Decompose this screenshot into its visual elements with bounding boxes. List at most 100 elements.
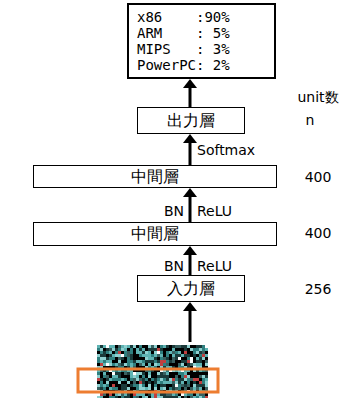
pixel [145,357,148,360]
pixel [172,387,175,390]
pixel [163,375,166,378]
pixel [130,375,133,378]
pixel [163,345,166,348]
pixel [151,372,154,375]
pixel [172,351,175,354]
pixel [154,351,157,354]
pixel [184,387,187,390]
pixel [172,354,175,357]
pixel [169,396,172,398]
pixel [130,396,133,398]
pixel [163,351,166,354]
pixel [106,375,109,378]
pixel [133,387,136,390]
pixel [148,375,151,378]
pixel [184,357,187,360]
pixel [136,387,139,390]
pixel [139,381,142,384]
pixel [97,363,100,366]
pixel [190,345,193,348]
pixel [118,363,121,366]
pixel [166,351,169,354]
pixel [139,354,142,357]
pixel [100,372,103,375]
pixel [193,354,196,357]
pixel [124,348,127,351]
pixel [124,384,127,387]
pixel [97,348,100,351]
pixel [202,360,205,363]
pixel [193,363,196,366]
pixel [127,351,130,354]
pixel [109,381,112,384]
pixel [205,351,208,354]
pixel [205,360,208,363]
pixel [115,378,118,381]
node-text: ARM : 5% [137,25,230,41]
pixel [106,381,109,384]
arrow-connector [183,79,197,107]
node-text: 出力層 [167,112,215,130]
pixel [172,375,175,378]
pixel [115,375,118,378]
pixel [166,378,169,381]
pixel [163,348,166,351]
pixel [148,351,151,354]
pixel [109,348,112,351]
pixel [181,387,184,390]
pixel [127,372,130,375]
unit-count: 400 [305,225,332,241]
pixel [160,354,163,357]
pixel [193,381,196,384]
pixel [133,381,136,384]
operation-label: BN [164,258,184,274]
pixel [181,354,184,357]
pixel [163,378,166,381]
unit-count: n [306,112,315,128]
pixel [118,354,121,357]
pixel [154,363,157,366]
pixel [124,357,127,360]
pixel [166,354,169,357]
pixel [100,354,103,357]
pixel [115,351,118,354]
pixel [130,381,133,384]
pixel [196,360,199,363]
pixel [139,384,142,387]
pixel [199,360,202,363]
pixel [178,375,181,378]
pixel [148,387,151,390]
pixel [142,345,145,348]
pixel [109,384,112,387]
pixel [178,372,181,375]
pixel [118,378,121,381]
pixel [127,378,130,381]
pixel [106,348,109,351]
pixel [139,372,142,375]
pixel [205,387,208,390]
pixel [136,378,139,381]
pixel [127,345,130,348]
pixel [169,360,172,363]
pixel [205,372,208,375]
pixel [148,348,151,351]
arrow-connector [183,188,197,222]
pixel [151,360,154,363]
pixel [112,372,115,375]
pixel [172,381,175,384]
pixel [157,360,160,363]
pixel [148,372,151,375]
pixel [199,387,202,390]
pixel [115,384,118,387]
pixel [106,345,109,348]
pixel [163,387,166,390]
pixel [169,375,172,378]
pixel [205,384,208,387]
pixel [160,378,163,381]
pixel [127,360,130,363]
pixel [166,375,169,378]
pixel [145,345,148,348]
pixel [121,381,124,384]
pixel [103,372,106,375]
layer-box: 出力層 [137,107,245,134]
